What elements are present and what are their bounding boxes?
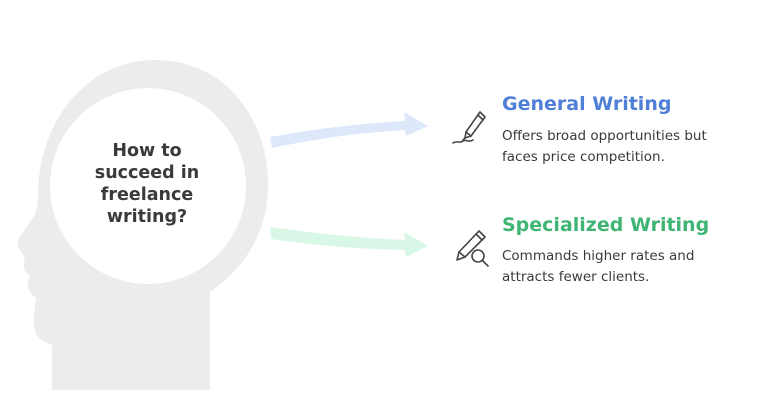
- option-title-general-writing: General Writing: [502, 93, 672, 115]
- description-line: Offers broad opportunities but: [502, 128, 707, 144]
- arrow-to-general-writing: [270, 112, 428, 148]
- arrow-to-specialized-writing: [270, 227, 428, 257]
- pen-icon: [452, 111, 486, 144]
- description-line: faces price competition.: [502, 149, 665, 165]
- question-line: succeed in: [94, 163, 200, 183]
- question-line: freelance: [100, 185, 194, 205]
- question-line: writing?: [106, 207, 188, 227]
- description-line: attracts fewer clients.: [502, 269, 650, 285]
- option-description-specialized-writing: Commands higher rates and attracts fewer…: [502, 246, 694, 288]
- central-question: How to succeed in freelance writing?: [72, 140, 222, 228]
- question-line: How to: [112, 141, 182, 161]
- head-inner-circle: [50, 88, 246, 284]
- option-description-general-writing: Offers broad opportunities but faces pri…: [502, 126, 707, 168]
- description-line: Commands higher rates and: [502, 248, 695, 264]
- option-title-specialized-writing: Specialized Writing: [502, 214, 710, 236]
- pencil-search-icon: [456, 230, 489, 267]
